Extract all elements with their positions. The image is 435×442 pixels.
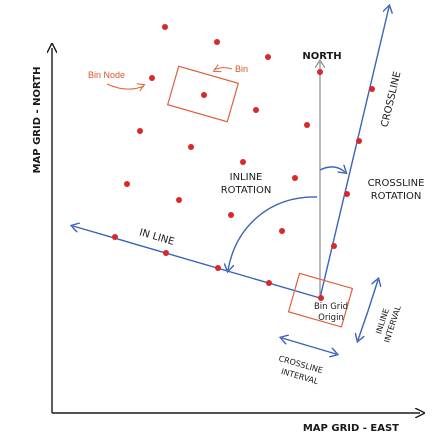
bin-label: Bin [235,64,248,74]
origin-label-line2: Origin [318,313,344,323]
bin-node [188,144,194,150]
bin-node [240,159,246,165]
crossline-rotation-label-line2: ROTATION [371,191,422,202]
bin-node [112,234,118,240]
bin-node [266,280,272,286]
bin-node [137,128,143,134]
bin-grid-origin-node [318,295,324,301]
north-label: NORTH [302,51,341,62]
bin-node [163,250,169,256]
bin-node-label: Bin Node [88,70,125,80]
bin-node [292,175,298,181]
bin-box [166,65,240,123]
inline-rotation-label-line2: ROTATION [221,185,272,196]
crossline-line [319,7,389,299]
bin-nodes [112,24,375,301]
crossline-interval-arrow-b [308,345,336,354]
bin-node [356,138,362,144]
bin-node [279,228,285,234]
origin-bin-box [287,272,354,328]
crossline-rotation-label-line1: CROSSLINE [368,178,425,189]
origin-label-line1: Bin Grid [314,302,348,312]
bin-node [331,243,337,249]
bin-node [176,197,182,203]
inline-interval-arrow-a [367,280,378,312]
bin-node [215,265,221,271]
bin-node [304,122,310,128]
bin-node-pointer-arrow [106,84,144,89]
crossline-label: CROSSLINE [380,71,404,129]
x-axis-label: MAP GRID - EAST [303,423,399,434]
bin-node [214,39,220,45]
bin-node [124,181,130,187]
crossline-interval-arrow-a [282,338,310,347]
inline-label: IN LINE [138,227,176,248]
bin-node [201,92,207,98]
inline-line [73,226,321,299]
crossline-rotation-arc [319,167,345,172]
inline-rotation-label-line1: INLINE [230,172,263,183]
bin-node [317,69,323,75]
bin-node [344,191,350,197]
bin-node [149,75,155,81]
bin-node [228,212,234,218]
bin-node [253,107,259,113]
bin-node [162,24,168,30]
y-axis-label: MAP GRID - NORTH [32,67,43,174]
bin-pointer-arrow [214,68,233,70]
bin-node [369,86,375,92]
inline-interval-arrow-b [358,310,369,340]
inline-rotation-arc [228,196,318,270]
bin-node [265,54,271,60]
